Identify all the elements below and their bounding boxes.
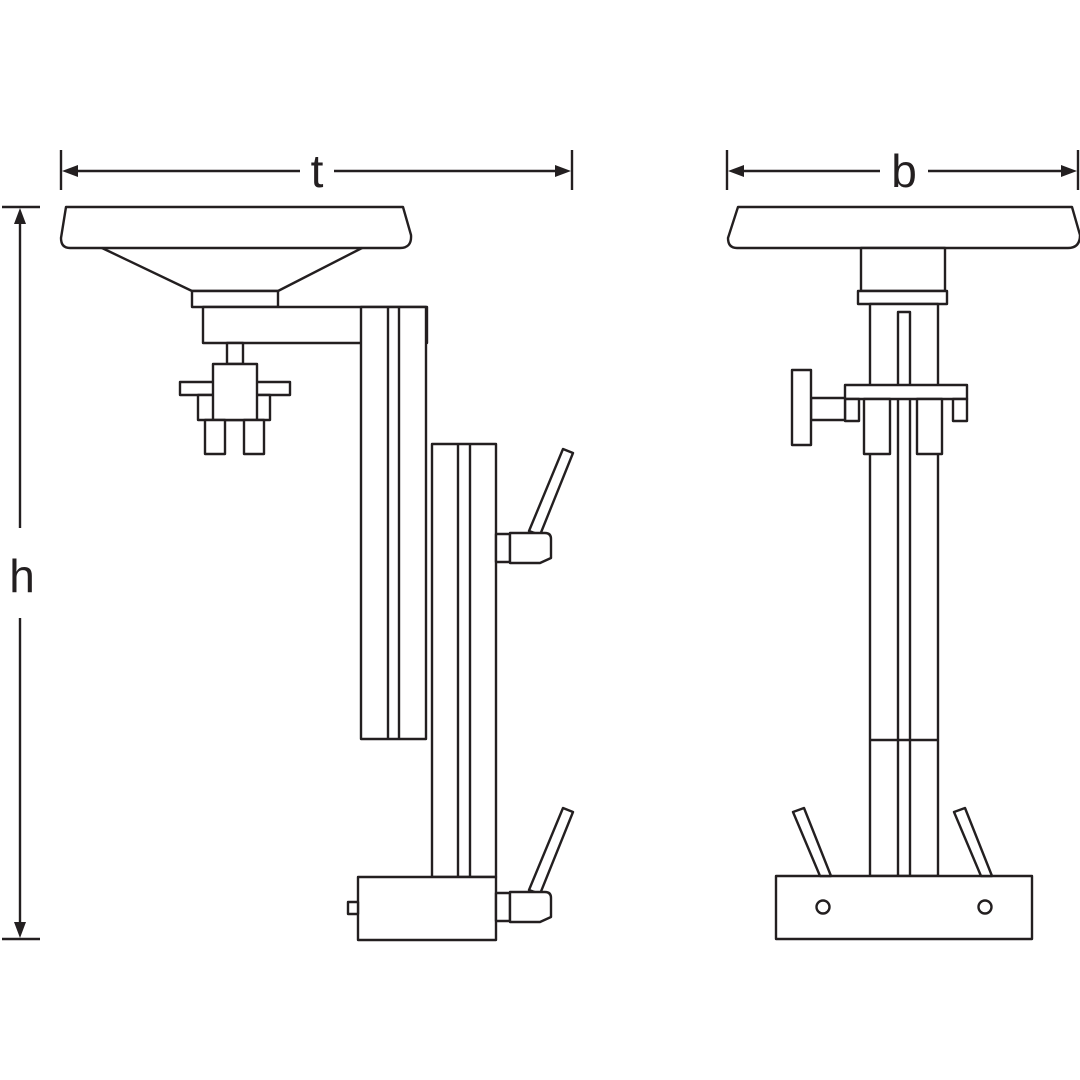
front-neck — [859, 246, 947, 293]
front-left-lever-icon — [791, 806, 833, 878]
front-base-hole-right — [977, 899, 993, 915]
side-upper-lever-icon — [494, 447, 575, 565]
side-lower-lever-icon — [494, 806, 575, 924]
dimension-label-b: b — [891, 145, 917, 197]
dimension-label-h: h — [9, 550, 35, 602]
dimension-b: b — [725, 145, 1080, 197]
dimension-label-t: t — [311, 145, 324, 197]
side-table-top — [59, 205, 413, 250]
dimension-h: h — [2, 205, 40, 941]
front-clamp — [843, 383, 969, 456]
dimension-t: t — [59, 145, 574, 197]
front-collar — [856, 289, 949, 306]
side-outer-column — [430, 442, 498, 879]
front-view — [726, 205, 1080, 941]
side-base-pin — [346, 900, 360, 916]
side-base — [356, 875, 498, 942]
front-base — [774, 874, 1034, 941]
front-base-hole-left — [815, 899, 831, 915]
side-top-support — [101, 246, 363, 293]
side-clamp — [178, 341, 292, 456]
front-knob-icon — [790, 368, 847, 447]
side-view — [59, 205, 575, 942]
side-inner-column — [359, 305, 428, 741]
front-table-top — [726, 205, 1080, 250]
front-right-lever-icon — [952, 806, 994, 878]
side-top-collar — [190, 289, 280, 309]
